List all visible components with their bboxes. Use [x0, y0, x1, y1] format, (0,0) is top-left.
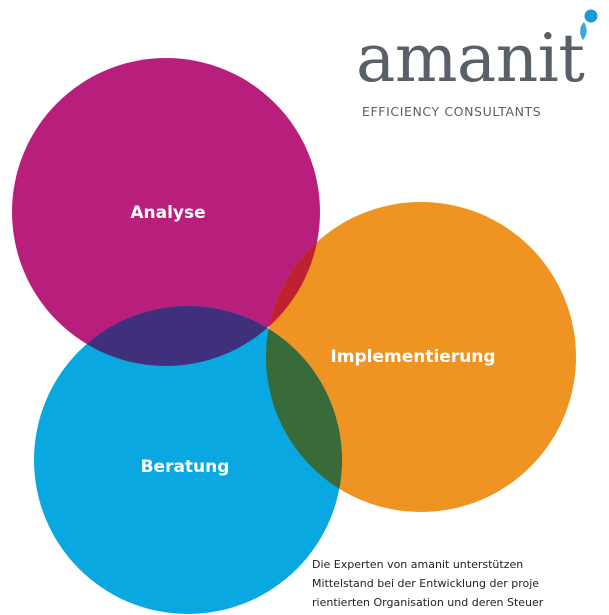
circle-implementierung	[266, 202, 576, 512]
description-text: Die Experten von amanit unterstützen Mit…	[312, 555, 609, 612]
description-line: rientierten Organisation und deren Steue…	[312, 596, 544, 609]
logo-tagline: EFFICIENCY CONSULTANTS	[362, 104, 542, 119]
label-analyse: Analyse	[130, 203, 205, 223]
circle-beratung	[34, 306, 342, 614]
circle-analyse	[12, 58, 320, 366]
label-implementierung: Implementierung	[330, 347, 495, 367]
logo-wordmark: amanit	[356, 20, 585, 97]
amanit-logo: amanit EFFICIENCY CONSULTANTS	[356, 6, 609, 126]
description-line: Mittelstand bei der Entwicklung der proj…	[312, 577, 540, 590]
logo-droplet-icon	[580, 9, 598, 40]
label-beratung: Beratung	[141, 457, 230, 477]
description-line: Die Experten von amanit unterstützen	[312, 558, 524, 571]
